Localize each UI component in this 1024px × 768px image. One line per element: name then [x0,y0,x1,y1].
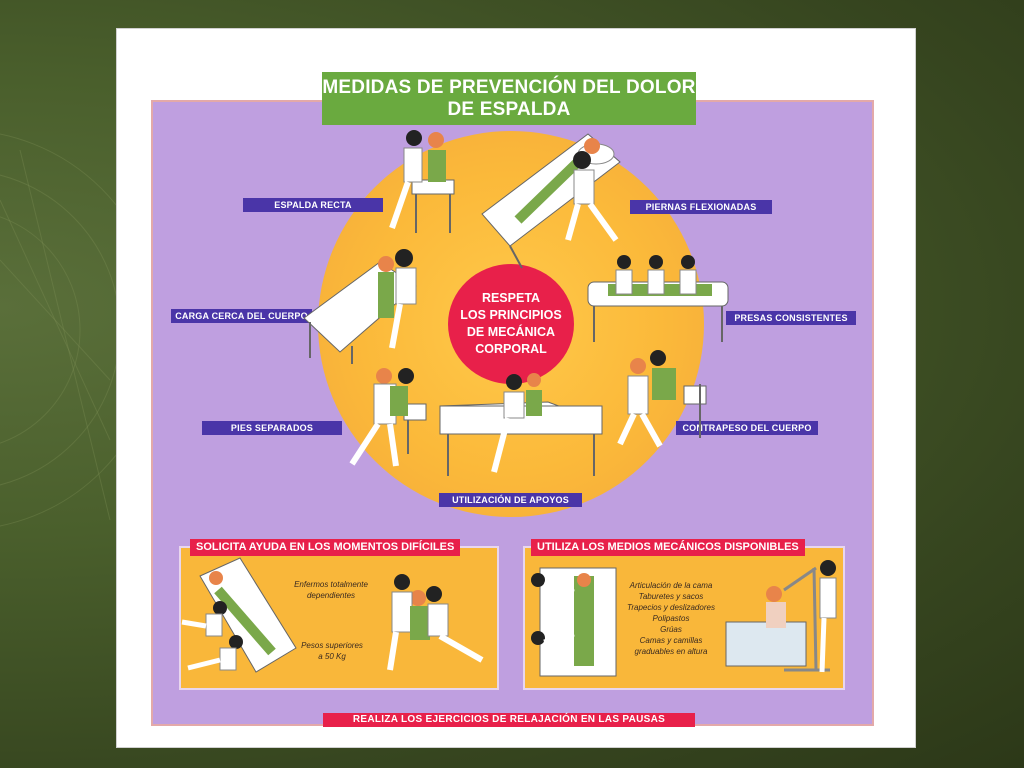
illustration-help-dependent-patient [181,557,297,673]
center-line-3: DE MECÁNICA [466,325,556,339]
means-item: Trapecios y deslizadores [627,603,715,612]
means-item: Camas y camillas [639,636,703,645]
label-presas-consistentes: PRESAS CONSISTENTES [726,311,856,325]
label-contrapeso-del-cuerpo: CONTRAPESO DEL CUERPO [676,421,818,435]
illustration-contrapeso-del-cuerpo [617,350,707,448]
center-line-2: LOS PRINCIPIOS [460,308,562,322]
help-box-text-1: Enfermos totalmente dependientes [294,580,368,600]
center-line-4: CORPORAL [475,342,547,356]
center-message: RESPETA LOS PRINCIPIOS DE MECÁNICA CORPO… [448,264,574,384]
illustration-bed-slider [531,567,617,677]
illustration-utilizacion-de-apoyos [439,373,603,476]
label-utilizacion-de-apoyos: UTILIZACIÓN DE APOYOS [439,493,582,507]
help-box-heading: SOLICITA AYUDA EN LOS MOMENTOS DIFÍCILES [190,539,461,556]
label-pies-separados: PIES SEPARADOS [202,421,342,435]
label-piernas-flexionadas: PIERNAS FLEXIONADAS [630,200,772,214]
means-box-list: Articulación de la cama Taburetes y saco… [616,580,726,657]
center-line-1: RESPETA [481,291,541,305]
means-item: Articulación de la cama [629,581,713,590]
poster-title: MEDIDAS DE PREVENCIÓN DEL DOLOR DE ESPAL… [322,72,696,125]
means-box-heading: UTILIZA LOS MEDIOS MECÁNICOS DISPONIBLES [531,539,805,556]
means-item: Taburetes y sacos [638,592,704,601]
illustration-help-heavy-patient [387,574,484,671]
illustration-patient-lift [725,560,837,673]
title-line-1: MEDIDAS DE PREVENCIÓN DEL DOLOR [322,77,696,98]
footer-banner: REALIZA LOS EJERCICIOS DE RELAJACIÓN EN … [323,713,695,727]
label-carga-cerca-del-cuerpo: CARGA CERCA DEL CUERPO [171,309,312,323]
means-item: Polipastos [652,614,690,623]
illustration-presas-consistentes [587,255,729,342]
means-item: graduables en altura [634,647,708,656]
illustration-espalda-recta [389,130,455,233]
illustration-piernas-flexionadas [481,133,621,269]
means-item: Grúas [660,625,682,634]
illustration-carga-cerca-del-cuerpo [303,249,417,364]
label-espalda-recta: ESPALDA RECTA [243,198,383,212]
help-box-text-2: Pesos superiores a 50 Kg [301,641,363,661]
illustration-pies-separados [349,368,427,467]
title-line-2: DE ESPALDA [447,99,571,120]
